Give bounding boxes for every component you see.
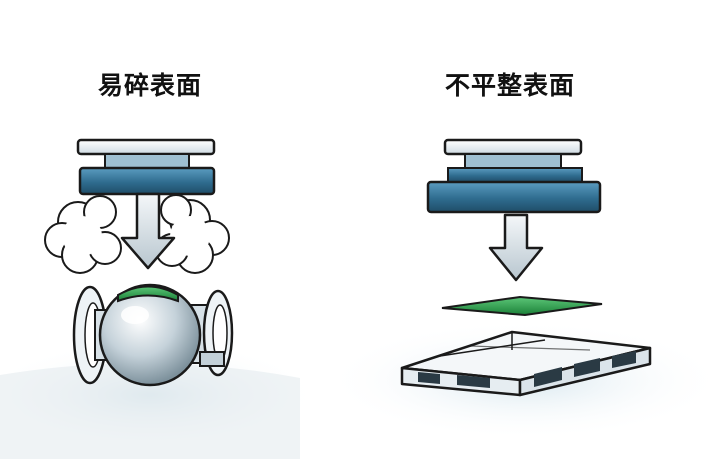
- dust-cloud-fill-left: [62, 216, 210, 256]
- suction-cup-left: [76, 138, 216, 196]
- down-arrow-right-icon: [488, 213, 544, 282]
- suction-cup-right: [426, 138, 602, 214]
- panel-title-uneven: 不平整表面: [444, 71, 575, 100]
- collar-right: [464, 153, 562, 169]
- pallet-right: [400, 330, 652, 397]
- valve-left: [72, 283, 234, 387]
- top-flange-left: [76, 138, 216, 156]
- plate-upper-right: [447, 167, 583, 183]
- blue-plate-right: [426, 180, 602, 214]
- green-pad-left: [117, 285, 179, 303]
- ground-left: [0, 363, 300, 459]
- collar-left: [104, 153, 190, 169]
- panel-title-fragile: 易碎表面: [97, 71, 202, 100]
- top-flange-right: [443, 138, 583, 156]
- green-pad-right: [441, 295, 603, 317]
- down-arrow-left-icon: [120, 192, 176, 270]
- blue-plate-left: [78, 166, 216, 196]
